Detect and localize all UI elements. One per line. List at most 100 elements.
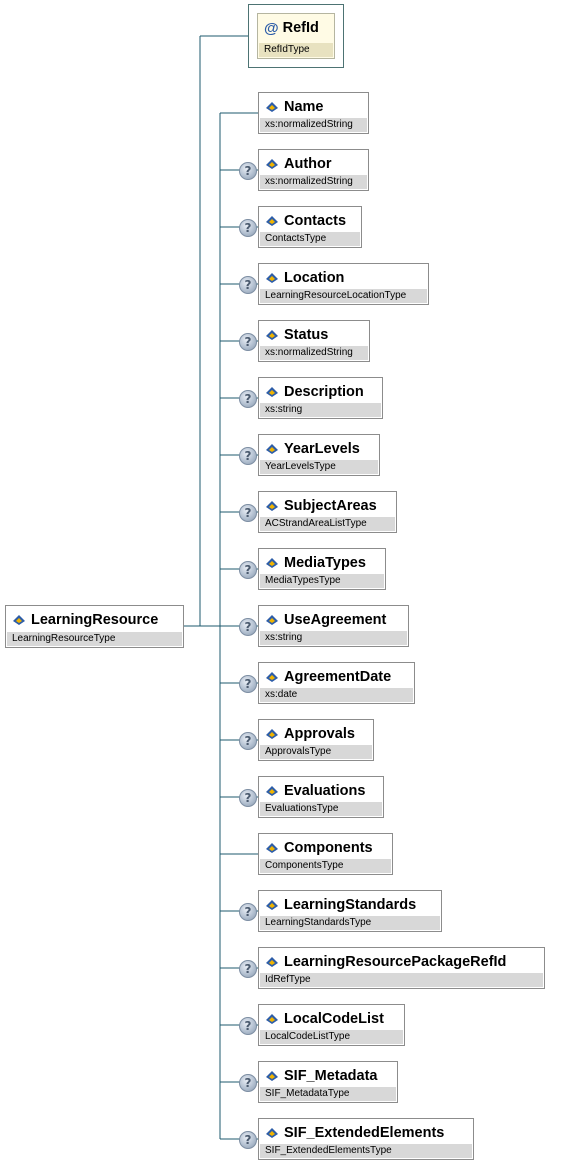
element-icon — [266, 159, 278, 169]
attribute-icon: @ — [264, 19, 279, 37]
optional-icon: ? — [239, 333, 257, 351]
root-element-type: LearningResourceType — [7, 632, 182, 646]
child-element-name: SIF_ExtendedElements — [284, 1125, 445, 1141]
child-element-name: YearLevels — [284, 441, 360, 457]
optional-icon: ? — [239, 162, 257, 180]
element-icon — [266, 501, 278, 511]
root-element[interactable]: LearningResource LearningResourceType — [5, 605, 184, 648]
child-element-name: Location — [284, 270, 345, 286]
optional-icon: ? — [239, 219, 257, 237]
attribute-container: @ RefId RefIdType — [248, 4, 344, 68]
child-element-agreementdate[interactable]: AgreementDate xs:date — [258, 662, 415, 704]
child-element-name: UseAgreement — [284, 612, 387, 628]
child-element-type: EvaluationsType — [260, 802, 382, 816]
child-element-type: ACStrandAreaListType — [260, 517, 395, 531]
child-element-name: Evaluations — [284, 783, 366, 799]
element-icon — [266, 1071, 278, 1081]
element-icon — [266, 444, 278, 454]
element-icon — [266, 102, 278, 112]
attribute-refid[interactable]: @ RefId RefIdType — [257, 13, 335, 59]
optional-icon: ? — [239, 276, 257, 294]
optional-icon: ? — [239, 1074, 257, 1092]
element-icon — [266, 273, 278, 283]
optional-icon: ? — [239, 390, 257, 408]
element-icon — [266, 843, 278, 853]
child-element-type: xs:normalizedString — [260, 175, 367, 189]
child-element-type: xs:normalizedString — [260, 346, 368, 360]
child-element-name: LocalCodeList — [284, 1011, 384, 1027]
child-element-description[interactable]: Description xs:string — [258, 377, 383, 419]
child-element-name: LearningStandards — [284, 897, 417, 913]
element-icon — [266, 729, 278, 739]
child-element-type: SIF_MetadataType — [260, 1087, 396, 1101]
child-element-type: xs:normalizedString — [260, 118, 367, 132]
child-element-author[interactable]: Author xs:normalizedString — [258, 149, 369, 191]
child-element-status[interactable]: Status xs:normalizedString — [258, 320, 370, 362]
child-element-type: IdRefType — [260, 973, 543, 987]
child-element-type: MediaTypesType — [260, 574, 384, 588]
optional-icon: ? — [239, 504, 257, 522]
child-element-type: LocalCodeListType — [260, 1030, 403, 1044]
child-element-name: SubjectAreas — [284, 498, 377, 514]
element-icon — [266, 900, 278, 910]
optional-icon: ? — [239, 675, 257, 693]
child-element-name: SIF_Metadata — [284, 1068, 378, 1084]
child-element-type: YearLevelsType — [260, 460, 378, 474]
child-element-type: ApprovalsType — [260, 745, 372, 759]
element-icon — [266, 786, 278, 796]
child-element-name: AgreementDate — [284, 669, 392, 685]
element-icon — [266, 615, 278, 625]
child-element-type: LearningStandardsType — [260, 916, 440, 930]
attribute-type: RefIdType — [259, 43, 333, 57]
optional-icon: ? — [239, 903, 257, 921]
child-element-name: Description — [284, 384, 364, 400]
optional-icon: ? — [239, 447, 257, 465]
optional-icon: ? — [239, 1017, 257, 1035]
child-element-name: Components — [284, 840, 373, 856]
child-element-type: xs:string — [260, 631, 407, 645]
element-icon — [266, 1014, 278, 1024]
child-element-useagreement[interactable]: UseAgreement xs:string — [258, 605, 409, 647]
optional-icon: ? — [239, 561, 257, 579]
root-element-name: LearningResource — [31, 612, 159, 628]
child-element-type: xs:date — [260, 688, 413, 702]
element-icon — [266, 672, 278, 682]
child-element-type: LearningResourceLocationType — [260, 289, 427, 303]
element-icon — [13, 615, 25, 625]
element-icon — [266, 330, 278, 340]
child-element-type: SIF_ExtendedElementsType — [260, 1144, 472, 1158]
optional-icon: ? — [239, 618, 257, 636]
element-icon — [266, 558, 278, 568]
child-element-name: Approvals — [284, 726, 355, 742]
attribute-name: RefId — [282, 20, 319, 36]
element-icon — [266, 387, 278, 397]
child-element-name: LearningResourcePackageRefId — [284, 954, 507, 970]
child-element-name: Author — [284, 156, 332, 172]
child-element-name: MediaTypes — [284, 555, 366, 571]
child-element-type: xs:string — [260, 403, 381, 417]
element-icon — [266, 1128, 278, 1138]
element-icon — [266, 957, 278, 967]
child-element-name: Status — [284, 327, 329, 343]
optional-icon: ? — [239, 1131, 257, 1149]
child-element-type: ComponentsType — [260, 859, 391, 873]
element-icon — [266, 216, 278, 226]
child-element-name: Contacts — [284, 213, 347, 229]
optional-icon: ? — [239, 960, 257, 978]
child-element-type: ContactsType — [260, 232, 360, 246]
